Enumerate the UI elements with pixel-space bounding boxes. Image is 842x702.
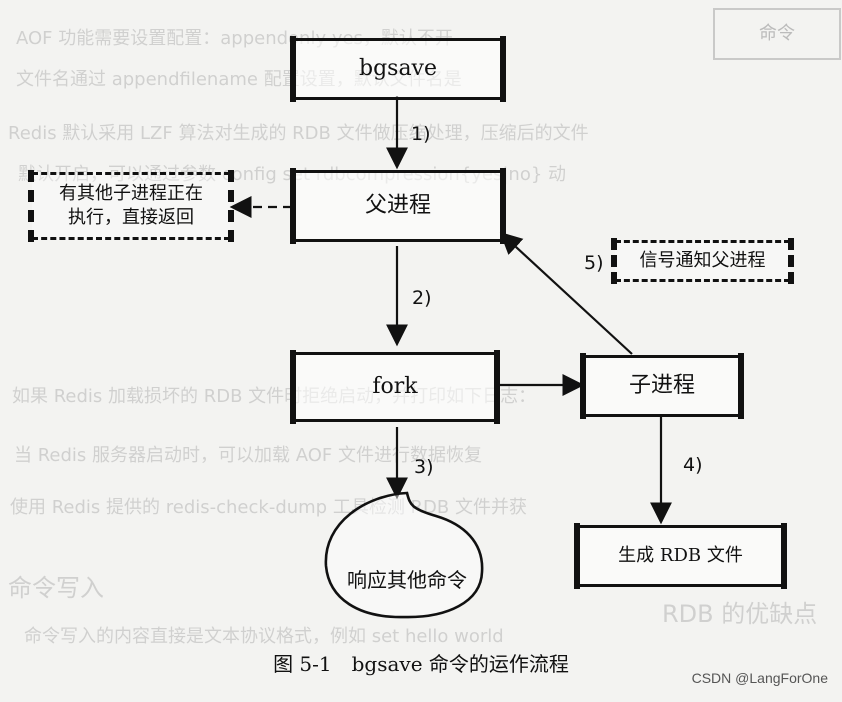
signal-parent-node: 信号通知父进程 bbox=[611, 238, 794, 284]
fork-node: fork bbox=[290, 350, 500, 424]
background-text-3: Redis 默认采用 LZF 算法对生成的 RDB 文件做压缩处理，压缩后的文件 bbox=[8, 123, 589, 144]
generate-rdb-node: 生成 RDB 文件 bbox=[574, 523, 787, 589]
bgsave-node: bgsave bbox=[290, 36, 506, 102]
background-text-6: 使用 Redis 提供的 redis-check-dump 工具检测 RDB 文… bbox=[10, 497, 527, 518]
other-child-running-text: 有其他子进程正在执行，直接返回 bbox=[59, 182, 203, 228]
step-4-label: 4) bbox=[683, 454, 703, 476]
step-3-label: 3) bbox=[414, 456, 434, 478]
background-command-box: 命令 bbox=[713, 8, 841, 60]
other-child-running-node: 有其他子进程正在执行，直接返回 bbox=[28, 170, 234, 242]
arrow-child-to-parent bbox=[499, 232, 633, 355]
figure-caption: 图 5-1 bgsave 命令的运作流程 bbox=[273, 652, 569, 676]
step-2-label: 2) bbox=[412, 287, 432, 309]
child-process-node: 子进程 bbox=[580, 353, 744, 419]
watermark: CSDN @LangForOne bbox=[691, 670, 828, 686]
step-1-label: 1) bbox=[411, 123, 431, 145]
background-text-9: 命令写入 bbox=[8, 574, 104, 602]
background-text-10: 命令写入的内容直接是文本协议格式，例如 set hello world bbox=[24, 626, 504, 647]
respond-other-commands-text: 响应其他命令 bbox=[347, 568, 467, 592]
background-text-7: RDB 的优缺点 bbox=[662, 600, 818, 628]
step-5-label: 5) bbox=[584, 252, 604, 274]
respond-cloud bbox=[324, 491, 484, 619]
background-text-8: 当 Redis 服务器启动时，可以加载 AOF 文件进行数据恢复 bbox=[14, 445, 482, 466]
parent-process-node: 父进程 bbox=[290, 168, 506, 244]
